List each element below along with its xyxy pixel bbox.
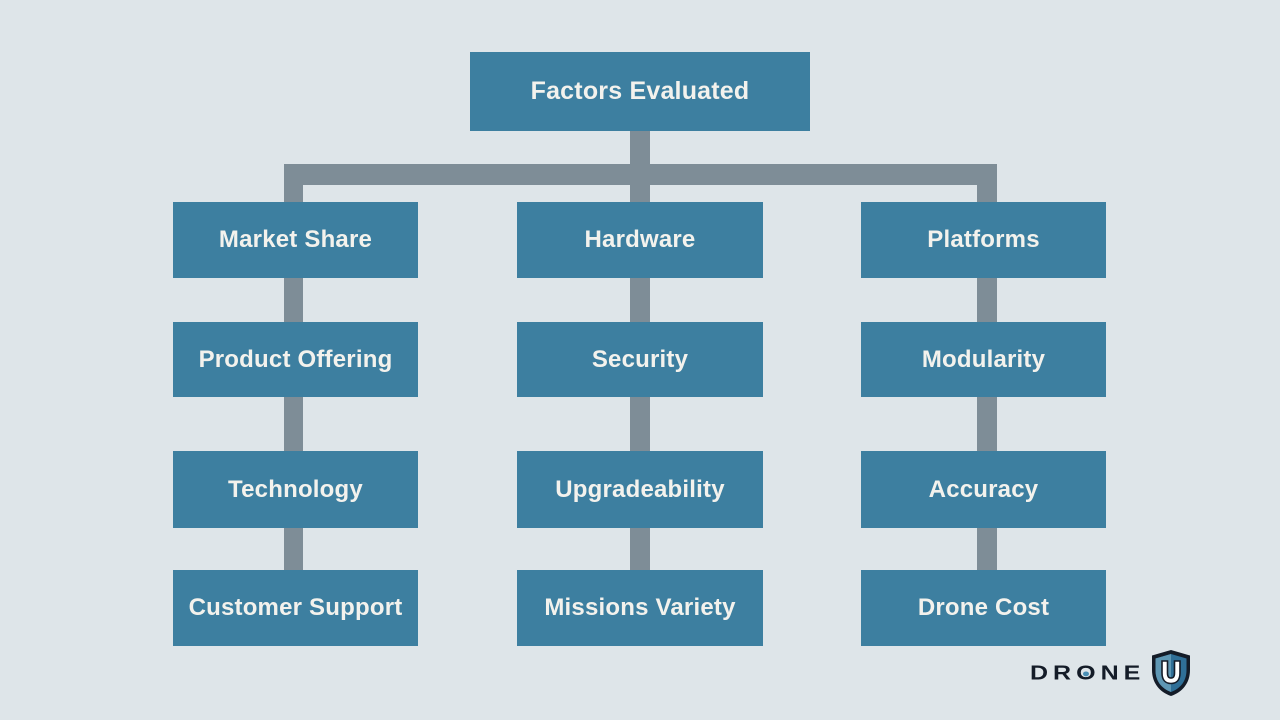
drone-u-wordmark: DRONE [1030, 661, 1146, 685]
node-label: Drone Cost [917, 594, 1050, 621]
node-label: Market Share [218, 226, 373, 253]
node-security: Security [517, 322, 763, 397]
node-label: Factors Evaluated [530, 77, 750, 105]
node-label: Technology [228, 475, 363, 503]
node-factors-evaluated: Factors Evaluated [470, 52, 810, 131]
node-platforms: Platforms [861, 202, 1106, 278]
node-label: Modularity [921, 345, 1046, 373]
node-label: Security [591, 345, 689, 373]
node-upgradeability: Upgradeability [517, 451, 763, 528]
node-modularity: Modularity [861, 322, 1106, 397]
node-label: Accuracy [928, 475, 1039, 503]
node-drone-cost: Drone Cost [861, 570, 1106, 646]
node-technology: Technology [173, 451, 418, 528]
node-label: Missions Variety [544, 594, 736, 621]
node-customer-support: Customer Support [173, 570, 418, 646]
node-label: Product Offering [198, 345, 393, 373]
node-market-share: Market Share [173, 202, 418, 278]
node-label: Hardware [584, 226, 696, 253]
node-label: Upgradeability [555, 475, 725, 503]
shield-u-icon [1152, 650, 1191, 696]
node-label: Platforms [927, 226, 1040, 253]
drone-u-logo: DRONE [1030, 648, 1215, 698]
node-accuracy: Accuracy [861, 451, 1106, 528]
node-product-offering: Product Offering [173, 322, 418, 397]
lens-dot-icon [1083, 670, 1090, 676]
node-label: Customer Support [188, 594, 403, 621]
node-missions-variety: Missions Variety [517, 570, 763, 646]
node-hardware: Hardware [517, 202, 763, 278]
